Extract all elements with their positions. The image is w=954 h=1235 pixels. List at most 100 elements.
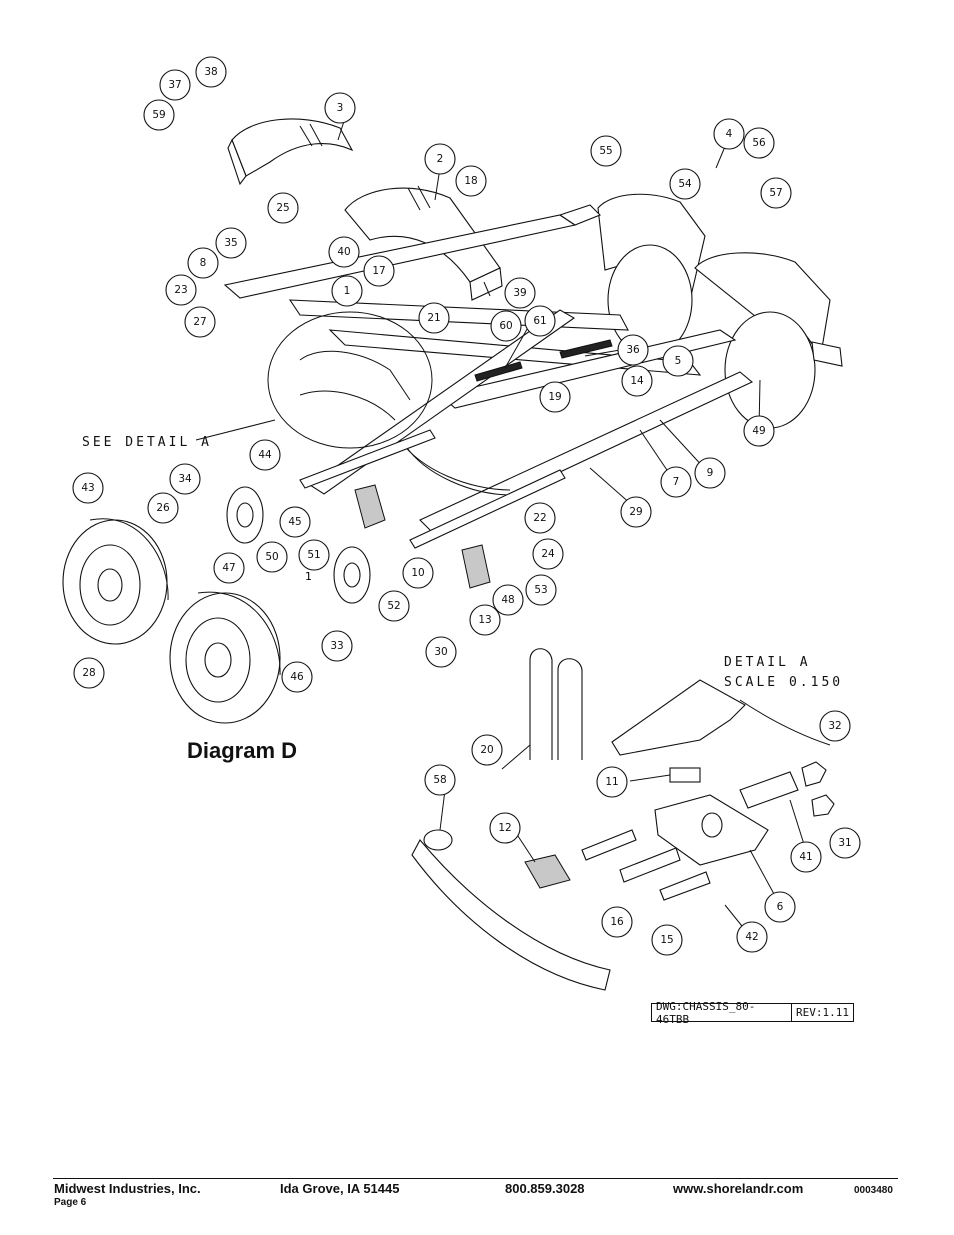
callout-number: 51 (307, 549, 320, 561)
callout-20: 20 (471, 734, 503, 766)
callout-number: 12 (498, 822, 511, 834)
drawing-revision: REV:1.11 (791, 1004, 853, 1021)
callout-number: 17 (372, 265, 385, 277)
callout-circle (143, 99, 175, 131)
callout-circle (504, 277, 536, 309)
callout-circle (159, 69, 191, 101)
callout-41: 41 (790, 841, 822, 873)
callout-29: 29 (620, 496, 652, 528)
callout-circle (525, 574, 557, 606)
callout-number: 28 (82, 667, 95, 679)
footer-divider (53, 1178, 898, 1179)
callout-circle (215, 227, 247, 259)
callout-circle (621, 365, 653, 397)
callout-number: 5 (675, 355, 682, 367)
callout-circle (331, 275, 363, 307)
callout-number: 14 (630, 375, 644, 387)
callout-number: 57 (769, 187, 782, 199)
callout-number: 26 (156, 502, 170, 514)
callout-circle (743, 415, 775, 447)
bolts (581, 829, 711, 901)
callout-55: 55 (590, 135, 622, 167)
callout-number: 3 (337, 102, 344, 114)
callout-circle (651, 924, 683, 956)
callout-circle (281, 661, 313, 693)
callout-8: 8 (187, 247, 219, 279)
callout-circle (492, 584, 524, 616)
callout-35: 35 (215, 227, 247, 259)
callout-21: 21 (418, 302, 450, 334)
callout-57: 57 (760, 177, 792, 209)
callout-circle (184, 306, 216, 338)
fender-rear-right (694, 252, 843, 429)
callout-number: 10 (411, 567, 424, 579)
brake-assembly-rear (461, 544, 491, 589)
callout-circle (829, 827, 861, 859)
callout-51: 51 (298, 539, 330, 571)
footer-website[interactable]: www.shorelandr.com (673, 1181, 804, 1196)
callout-number: 60 (499, 320, 512, 332)
callout-circle (490, 310, 522, 342)
callout-number: 15 (660, 934, 673, 946)
callout-circle (363, 255, 395, 287)
inline-marker: 1 (305, 570, 312, 583)
callout-40: 40 (328, 236, 360, 268)
footer-company: Midwest Industries, Inc. (54, 1181, 201, 1196)
callout-circle (321, 630, 353, 662)
callout-number: 24 (541, 548, 555, 560)
callout-7: 7 (660, 466, 692, 498)
callout-number: 27 (193, 316, 206, 328)
callout-18: 18 (455, 165, 487, 197)
fender-rear-left (344, 185, 503, 301)
callout-circle (213, 552, 245, 584)
callout-circle (596, 766, 628, 798)
callout-number: 53 (534, 584, 547, 596)
brake-assembly-front (354, 484, 386, 529)
callout-53: 53 (525, 574, 557, 606)
callout-13: 13 (469, 604, 501, 636)
callout-number: 18 (464, 175, 477, 187)
callout-2: 2 (424, 143, 456, 175)
callout-48: 48 (492, 584, 524, 616)
hub-front (226, 486, 264, 544)
callout-circle (256, 541, 288, 573)
callout-50: 50 (256, 541, 288, 573)
callout-circle (424, 764, 456, 796)
callout-circle (279, 506, 311, 538)
callout-6: 6 (764, 891, 796, 923)
callout-number: 11 (605, 776, 618, 788)
callout-circle (539, 381, 571, 413)
callout-circle (73, 657, 105, 689)
callout-circle (669, 168, 701, 200)
callout-38: 38 (195, 56, 227, 88)
callout-number: 2 (437, 153, 444, 165)
callout-number: 36 (626, 344, 640, 356)
callout-circle (471, 734, 503, 766)
callout-44: 44 (249, 439, 281, 471)
callout-number: 31 (838, 837, 851, 849)
callout-23: 23 (165, 274, 197, 306)
callout-circle (524, 502, 556, 534)
callout-number: 16 (610, 916, 624, 928)
callout-45: 45 (279, 506, 311, 538)
callout-circle (819, 710, 851, 742)
callout-number: 52 (387, 600, 400, 612)
callout-number: 61 (533, 315, 546, 327)
callout-number: 49 (752, 425, 765, 437)
callout-circle (760, 177, 792, 209)
footer-location: Ida Grove, IA 51445 (280, 1181, 400, 1196)
callout-circle (424, 143, 456, 175)
callout-circle (249, 439, 281, 471)
callout-circle (378, 590, 410, 622)
callout-56: 56 (743, 127, 775, 159)
callout-60: 60 (490, 310, 522, 342)
callout-circle (169, 463, 201, 495)
detail-scale: SCALE 0.150 (724, 675, 843, 690)
callout-3: 3 (324, 92, 356, 124)
callout-circle (298, 539, 330, 571)
callout-24: 24 (532, 538, 564, 570)
callout-59: 59 (143, 99, 175, 131)
callout-circle (743, 127, 775, 159)
callout-circle (187, 247, 219, 279)
